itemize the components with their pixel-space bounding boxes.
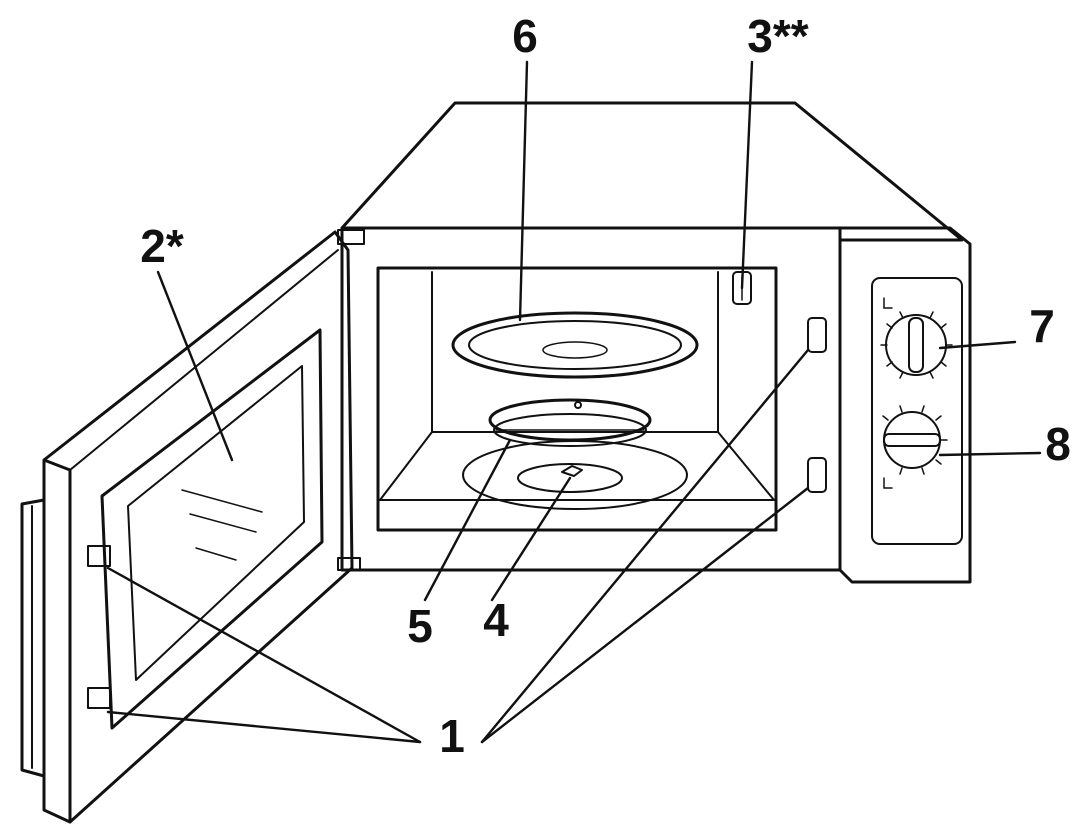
callout-timer-knob: 7	[1029, 300, 1055, 352]
callout-labels: 6 3** 2* 7 8 5 4 1	[140, 10, 1071, 762]
door-inner-top-edge	[69, 249, 339, 471]
power-knob-mark-bottom	[883, 477, 893, 489]
upper-latch-slot	[807, 317, 827, 353]
roller-ring-top	[488, 398, 652, 442]
power-knob-ticks	[882, 405, 948, 475]
callout-glass-tray: 6	[512, 10, 538, 62]
control-panel	[838, 226, 972, 584]
upper-door-hook	[87, 545, 111, 567]
callout-waveguide-cover: 3**	[747, 10, 808, 62]
leader-door-window	[156, 270, 234, 462]
oven-top-panel	[340, 101, 964, 242]
window-glare-2	[189, 513, 257, 533]
lower-latch-slot	[807, 457, 827, 493]
glass-tray-center	[542, 341, 608, 359]
door-window	[127, 365, 305, 681]
control-panel-housing	[838, 226, 972, 584]
glass-tray-outer-rim	[451, 311, 699, 379]
door-inner-frame	[100, 328, 324, 730]
turntable-base	[462, 440, 688, 510]
timer-knob-ticks	[880, 311, 953, 379]
leader-roller-ring	[423, 438, 512, 602]
leader-upper-latch	[480, 348, 810, 744]
leader-lines	[106, 60, 1042, 744]
callout-door-hooks: 1	[439, 710, 465, 762]
glass-tray	[451, 311, 699, 379]
power-knob-dial	[883, 411, 941, 469]
leader-glass-tray	[518, 60, 529, 322]
leader-lower-door-hook	[106, 710, 422, 744]
leader-upper-door-hook	[106, 566, 422, 744]
power-knob-grip	[883, 433, 941, 447]
timer-knob-dial	[885, 314, 947, 376]
oven-door	[20, 230, 354, 824]
timer-knob-mark-top	[883, 297, 893, 309]
floor-recess	[462, 440, 688, 510]
timer-knob	[880, 297, 953, 379]
window-glare-3	[195, 547, 237, 561]
callout-coupler: 4	[483, 594, 509, 646]
control-panel-face	[871, 277, 963, 545]
window-glare-1	[181, 489, 263, 513]
roller-ring-wheel	[574, 401, 582, 409]
door-outline	[42, 230, 354, 824]
coupler-plate	[517, 463, 623, 493]
leader-coupler	[490, 476, 572, 602]
door-handle	[20, 498, 46, 778]
door-top-corner-edge	[42, 458, 72, 472]
glass-tray-inner-rim	[468, 320, 682, 370]
leader-timer-knob	[938, 340, 1017, 350]
lower-door-hook	[87, 687, 111, 709]
cavity-floor-right-edge	[717, 431, 775, 501]
leader-power-knob	[938, 451, 1042, 457]
leader-waveguide	[740, 60, 754, 290]
callout-roller-ring: 5	[407, 600, 433, 652]
callout-power-knob: 8	[1045, 418, 1071, 470]
roller-ring	[488, 398, 652, 447]
callout-door-window: 2*	[140, 220, 184, 272]
power-knob	[882, 405, 948, 489]
roller-ring-bottom	[493, 413, 647, 447]
oven-cavity	[376, 266, 827, 532]
cavity-floor-left-edge	[379, 431, 433, 501]
timer-knob-grip	[908, 317, 924, 373]
cavity-front-opening	[376, 266, 778, 532]
coupler	[561, 465, 583, 477]
leader-lower-latch	[480, 486, 810, 744]
